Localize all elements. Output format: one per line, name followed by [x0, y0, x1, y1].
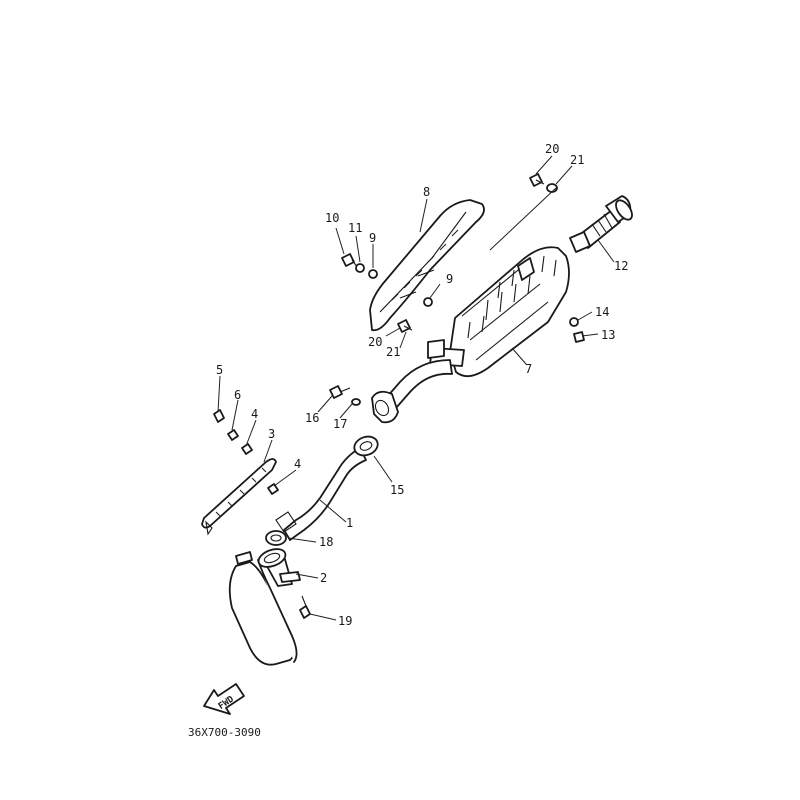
gasket-part-18	[265, 530, 287, 546]
bolt-part-20b	[397, 319, 413, 333]
bolt-part-10	[341, 253, 359, 269]
protector-part-3	[201, 458, 277, 536]
callout-17: 17	[333, 417, 347, 431]
callout-21a: 21	[570, 153, 584, 167]
nut-part-4a	[241, 443, 253, 455]
callout-4a: 4	[251, 407, 258, 421]
leader-lines	[217, 155, 615, 621]
callout-5: 5	[216, 363, 223, 377]
callout-9b: 9	[446, 272, 453, 286]
callout-4b: 4	[294, 457, 301, 471]
bolt-part-16	[329, 385, 351, 399]
washer-part-9a	[368, 269, 378, 279]
nut-part-4b	[267, 483, 279, 495]
callout-6: 6	[234, 388, 241, 402]
washer-part-9b	[423, 297, 433, 307]
callout-16: 16	[305, 411, 319, 425]
callout-2: 2	[320, 571, 327, 585]
nut-part-6	[227, 429, 239, 441]
callout-14: 14	[595, 305, 609, 319]
callout-18: 18	[319, 535, 333, 549]
callout-11: 11	[348, 221, 362, 235]
muffler-part-7	[371, 246, 570, 424]
nut-part-14	[569, 317, 579, 327]
callout-20a: 20	[545, 142, 559, 156]
callout-8: 8	[423, 185, 430, 199]
bolt-part-19	[299, 595, 311, 619]
callout-13: 13	[601, 328, 615, 342]
callout-20b: 20	[368, 335, 382, 349]
callout-10: 10	[325, 211, 339, 225]
diagram-code: 36X700-3090	[188, 726, 261, 739]
callout-1: 1	[346, 516, 353, 530]
tail-pipe-part-12	[569, 195, 633, 253]
callout-19: 19	[338, 614, 352, 628]
callout-12: 12	[614, 259, 628, 273]
gasket-part-15	[353, 435, 379, 457]
bolt-part-13	[573, 331, 585, 343]
callout-3: 3	[268, 427, 275, 441]
callout-9a: 9	[369, 231, 376, 245]
callout-21b: 21	[386, 345, 400, 359]
heat-shield-part-8	[369, 199, 485, 332]
exhaust-pipe-part-2	[228, 548, 301, 666]
callout-15: 15	[390, 483, 404, 497]
screw-part-5	[213, 409, 225, 423]
nut-part-11	[355, 263, 365, 273]
callout-7: 7	[525, 362, 532, 376]
bolt-part-20a	[529, 173, 545, 187]
fwd-arrow-icon: FWD	[203, 683, 245, 715]
washer-part-17	[351, 398, 361, 406]
